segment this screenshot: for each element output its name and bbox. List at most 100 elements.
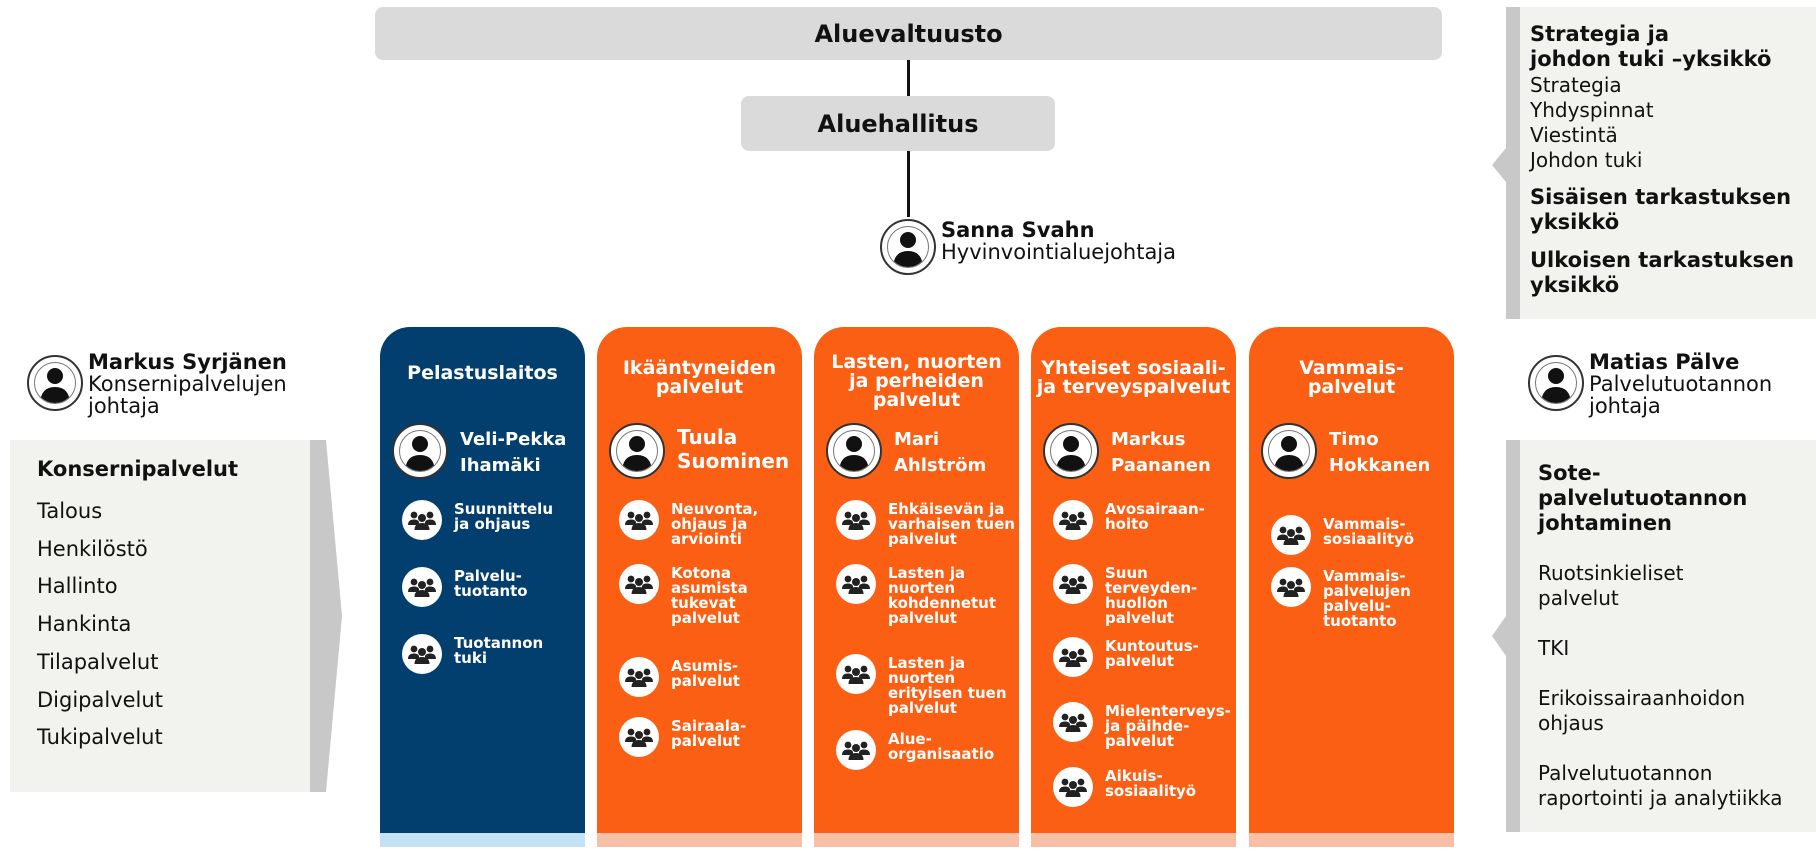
list-item: Strategia [1530,73,1622,97]
right-person-text: Matias Pälve Palvelutuotannon johtaja [1589,350,1773,418]
group-icon [402,500,442,540]
group-icon [1053,500,1093,540]
group-icon [619,717,659,757]
board-box: Aluehallitus [741,96,1055,151]
right-person-avatar [1528,355,1584,411]
service-label: Kuntoutus-palvelut [1105,637,1199,670]
council-box: Aluevaltuusto [375,7,1442,60]
group-icon [1053,767,1093,807]
group-services-panel [10,440,310,792]
service-production-panel [1519,440,1816,832]
column-footer [814,833,1019,847]
list-item: Yhdyspinnat [1530,98,1654,122]
group-icon [619,564,659,604]
list-item: Johdon tuki [1530,148,1643,172]
column-footer [380,833,585,847]
director-text: Sanna Svahn Hyvinvointialuejohtaja [941,219,1176,263]
list-item: Viestintä [1530,123,1618,147]
leader-avatar [392,423,448,479]
connector-line [907,60,910,96]
group-services-arrow [310,440,342,792]
list-item: Talous [37,499,103,523]
person-icon [405,436,435,472]
group-services-list: Talous Henkilöstö Hallinto Hankinta Tila… [37,493,163,757]
list-item: Hallinto [37,574,118,599]
list-item: Tukipalvelut [37,725,163,750]
service-label: Avosairaan-hoito [1105,500,1205,533]
service-label: Asumis-palvelut [671,657,740,690]
strategy-panel-arrow [1492,7,1520,319]
group-icon [836,730,876,770]
person-icon [622,436,652,472]
column-footer [1031,833,1236,847]
list-item: Hankinta [37,612,132,637]
person-icon [1541,368,1571,404]
service-label: Mielenterveys-ja päihde-palvelut [1105,702,1231,750]
group-icon [836,564,876,604]
group-icon [836,654,876,694]
column-title: Vammais-palvelut [1299,357,1404,398]
person-icon [839,436,869,472]
service-label: Sairaala-palvelut [671,717,747,750]
leader-avatar [1043,423,1099,479]
group-icon [1271,567,1311,607]
group-icon [1053,702,1093,742]
group-icon [1271,515,1311,555]
service-label: Palvelu-tuotanto [454,567,528,600]
group-icon [1053,564,1093,604]
list-item: Digipalvelut [37,687,163,712]
left-person-name: Markus Syrjänen [88,350,287,374]
director-avatar [880,219,936,275]
group-services-title: Konsernipalvelut [37,457,239,481]
service-production-item: TKI [1538,636,1570,660]
group-icon [402,634,442,674]
list-item: Tilapalvelut [37,649,159,674]
group-icon [836,500,876,540]
leader-avatar [826,423,882,479]
column-footer [597,833,802,847]
right-person-title: Palvelutuotannon [1589,372,1773,396]
group-icon [1053,637,1093,677]
service-label: Aikuis-sosiaalityö [1105,767,1197,800]
group-icon [402,567,442,607]
connector-line [907,151,910,217]
internal-audit-unit: Sisäisen tarkastuksen yksikkö [1530,185,1792,234]
service-label: Vammais-sosiaalityö [1323,515,1415,548]
leader-avatar [609,423,665,479]
director-name: Sanna Svahn [941,218,1095,242]
council-label: Aluevaltuusto [814,19,1003,48]
group-icon [619,500,659,540]
left-person-avatar [27,355,83,411]
left-person-title: Konsernipalvelujen [88,372,287,396]
service-label: Alue-organisaatio [888,730,995,763]
director-title: Hyvinvointialuejohtaja [941,240,1177,264]
left-person-text: Markus Syrjänen Konsernipalvelujen johta… [88,350,287,418]
person-icon [40,368,70,404]
person-icon [1274,436,1304,472]
